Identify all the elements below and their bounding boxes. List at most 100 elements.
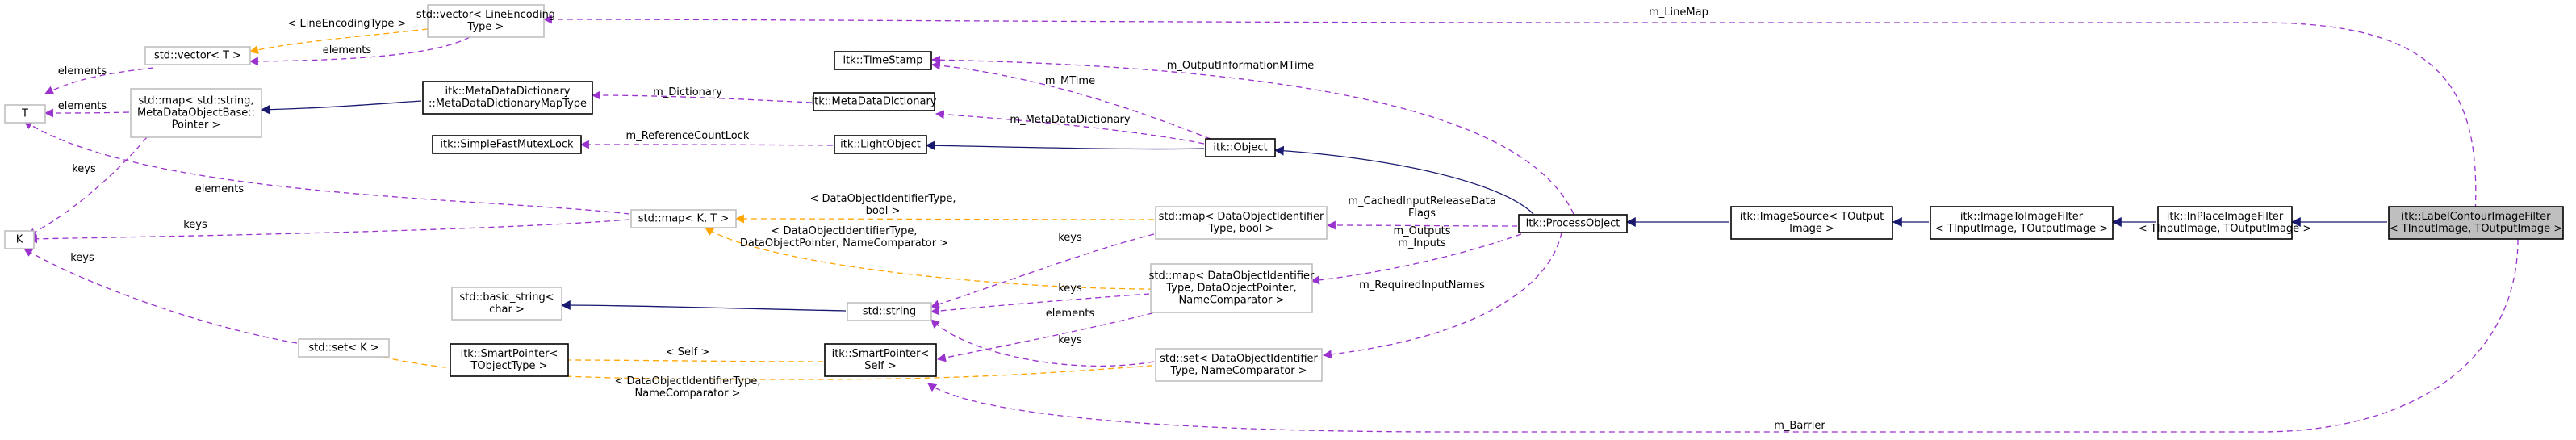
class-node-vector-t[interactable]: std::vector< T > — [144, 46, 251, 65]
class-node-map-kt[interactable]: std::map< K, T > — [630, 209, 737, 228]
edge-member-setk-k — [23, 248, 298, 344]
class-node-label-line-1: char > — [489, 304, 525, 316]
class-node-smart-ptr-t[interactable]: itk::SmartPointer<TObjectType > — [450, 343, 569, 377]
edge-label-tmpl-set: < DataObjectIdentifierType,NameComparato… — [615, 375, 761, 400]
edge-member-barrier — [927, 238, 2519, 433]
edge-member-dictionary — [591, 90, 813, 103]
class-node-set-k[interactable]: std::set< K > — [298, 338, 390, 358]
edge-label-line-0: keys — [1058, 283, 1082, 295]
class-node-timestamp[interactable]: itk::TimeStamp — [834, 51, 932, 70]
edge-label-line-0: m_MTime — [1045, 75, 1095, 87]
class-node-label-line-1: Type, NameComparator > — [1169, 365, 1307, 377]
class-node-set-id[interactable]: std::set< DataObjectIdentifierType, Name… — [1155, 348, 1323, 382]
class-node-box — [2157, 206, 2293, 240]
edge-label-line-1: DataObjectPointer, NameComparator > — [740, 237, 948, 249]
edge-label-m-required: m_RequiredInputNames — [1359, 279, 1485, 291]
class-node-box — [1150, 263, 1313, 313]
class-node-label-line-0: itk::ProcessObject — [1526, 218, 1620, 230]
edge-member-mapbool-string — [930, 233, 1155, 309]
edge-member-metadict — [935, 110, 1205, 145]
class-node-label-line-0: std::map< K, T > — [638, 213, 730, 225]
class-node-box — [451, 287, 562, 321]
class-node-box — [1155, 206, 1328, 240]
class-node-label-contour[interactable]: itk::LabelContourImageFilter< TInputImag… — [2388, 206, 2564, 240]
class-node-meta-dict[interactable]: itk::MetaDataDictionary — [812, 92, 937, 111]
edge-member-mapptr-smartptr — [936, 310, 1163, 362]
edge-member-vectort-t — [44, 67, 154, 94]
class-node-label-line-0: std::set< DataObjectIdentifier — [1160, 353, 1318, 365]
class-node-map-ptr[interactable]: std::map< DataObjectIdentifierType, Data… — [1149, 263, 1315, 313]
edge-label-keys-k3: keys — [70, 252, 94, 264]
edge-member-map-k — [27, 136, 148, 237]
class-node-meta-dict-map-type[interactable]: itk::MetaDataDictionary::MetaDataDiction… — [422, 81, 593, 115]
edge-label-elements-t1: elements — [58, 65, 107, 78]
class-node-label-line-0: std::basic_string< — [459, 291, 554, 304]
edge-label-line-0: elements — [58, 65, 107, 78]
class-node-box — [130, 88, 262, 138]
class-node-label-line-0: itk::Object — [1213, 142, 1267, 154]
edge-member-mapptr-string — [930, 293, 1150, 316]
edge-member-outputmtime — [930, 55, 1574, 215]
edge-label-line-0: m_RequiredInputNames — [1359, 279, 1485, 291]
edge-label-line-0: keys — [72, 163, 96, 175]
class-node-mutex-lock[interactable]: itk::SimpleFastMutexLock — [432, 135, 582, 154]
class-node-label-line-1: Self > — [864, 360, 896, 372]
edge-label-line-0: m_OutputInformationMTime — [1167, 60, 1315, 72]
class-node-image-to-image[interactable]: itk::ImageToImageFilter< TInputImage, TO… — [1930, 206, 2114, 240]
class-node-light-object[interactable]: itk::LightObject — [834, 135, 927, 154]
edge-label-m-output-mtime: m_OutputInformationMTime — [1167, 60, 1315, 72]
class-node-smart-ptr-self[interactable]: itk::SmartPointer<Self > — [824, 343, 937, 377]
edge-label-keys-str2: keys — [1058, 283, 1082, 295]
edge-member-cached — [1326, 220, 1518, 230]
class-node-label-line-1: < TInputImage, TOutputImage > — [1935, 223, 2108, 235]
edge-label-line-0: m_LineMap — [1649, 6, 1708, 19]
class-node-label-line-0: std::vector< LineEncoding — [416, 9, 555, 21]
edge-label-line-0: keys — [1058, 334, 1082, 346]
edge-label-line-encoding-type: < LineEncodingType > — [288, 18, 407, 30]
edge-label-m-meta-dict: m_MetaDataDictionary — [1010, 114, 1130, 126]
edge-label-line-0: m_MetaDataDictionary — [1010, 114, 1130, 126]
class-node-label-line-0: itk::MetaDataDictionary — [445, 86, 571, 98]
class-node-basic-string[interactable]: std::basic_string<char > — [451, 287, 562, 321]
edge-label-self-tmpl: < Self > — [666, 346, 710, 358]
edge-label-line-0: m_CachedInputReleaseData — [1348, 195, 1495, 207]
class-node-box — [847, 302, 932, 321]
class-node-box — [427, 4, 545, 38]
class-node-map-meta[interactable]: std::map< std::string,MetaDataObjectBase… — [130, 88, 262, 138]
class-node-k[interactable]: K — [4, 230, 35, 249]
class-node-box — [813, 92, 935, 111]
class-node-box — [1930, 206, 2114, 240]
edge-label-line-1: bool > — [866, 205, 901, 217]
edge-member-required — [1322, 232, 1562, 359]
class-node-box — [1730, 206, 1893, 240]
class-node-label-line-1: TObjectType > — [470, 360, 547, 372]
edge-inherit-string-basicstring — [560, 300, 847, 312]
edge-label-line-0: < DataObjectIdentifierType, — [810, 193, 956, 205]
class-node-string[interactable]: std::string — [847, 302, 932, 321]
edge-label-line-0: elements — [1046, 308, 1095, 320]
class-node-label-line-0: T — [21, 108, 28, 120]
edge-label-line-0: < DataObjectIdentifierType, — [772, 225, 918, 237]
edge-member-mapkt-t — [23, 120, 630, 215]
class-node-object[interactable]: itk::Object — [1205, 138, 1276, 157]
class-node-label-line-0: itk::InPlaceImageFilter — [2167, 211, 2284, 223]
class-node-process-object[interactable]: itk::ProcessObject — [1518, 214, 1628, 233]
edge-member-setid-string — [930, 319, 1155, 367]
class-node-label-line-0: std::vector< T > — [154, 50, 241, 62]
edge-label-keys-str3: keys — [1058, 334, 1082, 346]
edge-label-line-0: keys — [1058, 232, 1082, 244]
class-node-label-line-0: itk::LightObject — [840, 139, 921, 151]
edge-label-m-barrier: m_Barrier — [1774, 420, 1825, 432]
class-node-image-source[interactable]: itk::ImageSource< TOutputImage > — [1730, 206, 1893, 240]
class-node-label-line-1: Type, bool > — [1208, 223, 1274, 235]
class-node-vector-line[interactable]: std::vector< LineEncodingType > — [416, 4, 555, 38]
class-node-map-bool[interactable]: std::map< DataObjectIdentifierType, bool… — [1155, 206, 1328, 240]
edge-label-line-1: NameComparator > — [635, 388, 741, 400]
class-node-label-line-0: K — [16, 234, 23, 246]
class-node-t[interactable]: T — [4, 104, 46, 124]
class-node-label-line-0: std::map< DataObjectIdentifier — [1159, 211, 1324, 223]
class-node-inplace[interactable]: itk::InPlaceImageFilter< TInputImage, TO… — [2139, 206, 2311, 240]
